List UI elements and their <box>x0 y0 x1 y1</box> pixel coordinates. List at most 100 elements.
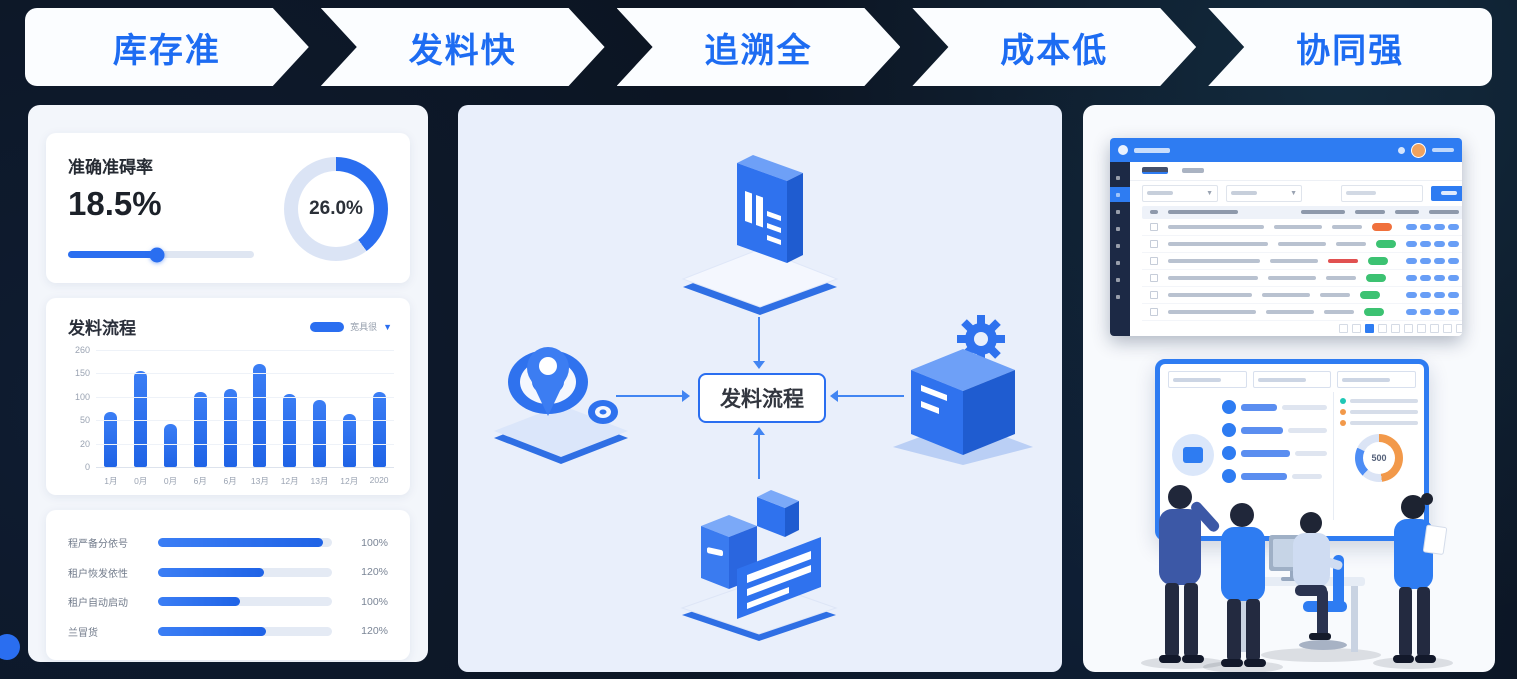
page-button[interactable] <box>1378 323 1387 333</box>
tab-inactive[interactable] <box>1182 168 1204 174</box>
filter-row: ▼ ▼ <box>1130 181 1462 206</box>
row-checkbox[interactable] <box>1150 307 1158 316</box>
page-button[interactable] <box>1456 323 1462 333</box>
x-tick-label: 13月 <box>250 476 269 486</box>
gridline <box>96 373 394 375</box>
page-button[interactable] <box>1430 323 1439 333</box>
table-row[interactable] <box>1142 236 1462 253</box>
sidebar-item[interactable] <box>1110 255 1130 270</box>
progress-row: 兰冒货 120% <box>68 624 388 639</box>
input-placeholder <box>1252 371 1332 388</box>
row-checkbox[interactable] <box>1150 239 1158 248</box>
accuracy-slider[interactable] <box>68 247 254 262</box>
cell-text <box>1336 241 1366 246</box>
table-row[interactable] <box>1142 253 1462 270</box>
x-tick-label: 13月 <box>310 476 329 486</box>
sidebar-item[interactable] <box>1110 221 1130 236</box>
x-tick-label: 6月 <box>193 476 207 486</box>
sidebar-item[interactable] <box>1110 238 1130 253</box>
location-pin-icon <box>486 320 636 475</box>
filter-select-2[interactable]: ▼ <box>1226 184 1302 202</box>
cell-text <box>1270 258 1318 263</box>
cell-text <box>1168 258 1260 263</box>
banner-step-label: 发料快 <box>408 31 517 70</box>
row-actions[interactable] <box>1406 274 1459 281</box>
bar <box>163 423 177 467</box>
row-actions[interactable] <box>1406 308 1459 315</box>
cell-text <box>1320 292 1350 297</box>
page-button[interactable] <box>1339 323 1348 333</box>
header-cell <box>1355 210 1385 215</box>
progress-value: 120% <box>361 625 388 638</box>
progress-card: 程严备分依号 100%租户恢发依性 120%租户自动启动 100%兰冒货 120… <box>46 510 410 660</box>
page-button[interactable] <box>1404 323 1413 333</box>
sidebar-item[interactable] <box>1110 289 1130 304</box>
sidebar-item[interactable] <box>1110 187 1130 202</box>
page-button[interactable] <box>1417 323 1426 333</box>
legend-row <box>1340 398 1418 404</box>
row-checkbox[interactable] <box>1150 290 1158 299</box>
table-row[interactable] <box>1142 270 1462 287</box>
bar-chart-box-icon <box>675 145 845 320</box>
progress-fill <box>158 538 324 548</box>
search-input[interactable] <box>1341 184 1423 202</box>
flow-list-row <box>1222 423 1327 437</box>
progress-row: 程严备分依号 100% <box>68 535 388 551</box>
row-actions[interactable] <box>1406 257 1459 264</box>
legend-row <box>1340 420 1418 426</box>
cell-text <box>1278 241 1326 246</box>
chart-legend-dropdown[interactable]: 宽具很 ▼ <box>310 320 392 333</box>
banner-step-label: 库存准 <box>112 31 221 70</box>
page-button[interactable] <box>1352 323 1361 333</box>
table-row[interactable] <box>1142 219 1462 236</box>
avatar[interactable] <box>1411 142 1426 158</box>
progress-label: 程严备分依号 <box>68 539 128 551</box>
banner-step-collab: 协同强 <box>1208 8 1492 86</box>
row-checkbox[interactable] <box>1150 222 1158 231</box>
search-button[interactable] <box>1431 185 1462 201</box>
page-button[interactable] <box>1365 323 1374 333</box>
page-button[interactable] <box>1391 323 1400 333</box>
app-title-placeholder <box>1134 147 1170 153</box>
slider-fill <box>68 251 158 258</box>
decor-dot <box>0 634 20 660</box>
y-tick-label: 260 <box>74 345 90 355</box>
row-checkbox[interactable] <box>1150 256 1158 265</box>
pagination[interactable] <box>1130 321 1462 336</box>
progress-label: 租户恢发依性 <box>68 568 128 580</box>
x-tick-label: 2020 <box>369 475 389 485</box>
row-actions[interactable] <box>1406 223 1459 230</box>
cell-text <box>1168 292 1252 297</box>
legend-label: 宽具很 <box>350 322 378 332</box>
slider-knob[interactable] <box>149 247 165 262</box>
board-donut-label: 500 <box>1371 453 1387 463</box>
row-checkbox[interactable] <box>1150 273 1158 282</box>
dashboard-tabs <box>1130 162 1462 181</box>
people-illustration <box>1141 485 1453 672</box>
row-actions[interactable] <box>1406 240 1459 247</box>
sidebar-item[interactable] <box>1110 204 1130 219</box>
x-tick-label: 0月 <box>134 476 148 486</box>
sidebar-item[interactable] <box>1110 272 1130 287</box>
progress-value: 120% <box>361 566 388 579</box>
caret-down-icon: ▼ <box>383 321 392 332</box>
progress-fill <box>158 626 266 636</box>
table-row[interactable] <box>1142 304 1462 321</box>
stacked-boxes-icon <box>671 477 846 647</box>
gridline <box>96 467 394 468</box>
filter-select-1[interactable]: ▼ <box>1142 184 1218 202</box>
whiteboard-inputs <box>1168 371 1417 388</box>
input-placeholder <box>1168 371 1247 388</box>
y-tick-label: 20 <box>79 438 90 449</box>
table-row[interactable] <box>1142 287 1462 304</box>
banner-step-trace: 追溯全 <box>617 8 901 86</box>
dashboard-topbar <box>1110 138 1462 162</box>
bell-icon[interactable] <box>1398 146 1405 154</box>
tab-active[interactable] <box>1142 167 1168 175</box>
progress-track <box>158 538 332 548</box>
page-button[interactable] <box>1443 323 1452 333</box>
sidebar-item[interactable] <box>1110 170 1130 185</box>
row-actions[interactable] <box>1406 291 1459 298</box>
